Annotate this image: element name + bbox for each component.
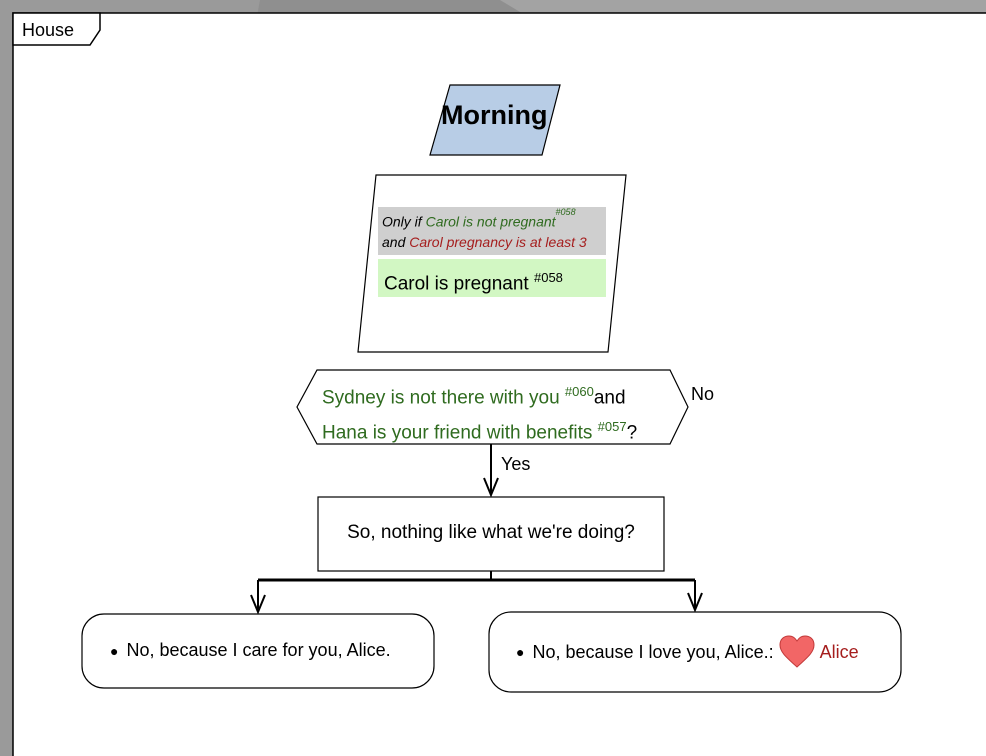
condition-block: Only if Carol is not pregnant#058 and Ca…: [378, 207, 606, 255]
condition-line-2: and Carol pregnancy is at least 3: [382, 232, 602, 252]
decision-line-2: Hana is your friend with benefits #057?: [322, 413, 637, 447]
condition-prefix: Only if: [382, 213, 422, 230]
yes-label: Yes: [501, 454, 531, 474]
condition-first: Carol is not pregnant: [425, 213, 556, 230]
decision-line-2-ref: #057: [597, 419, 627, 434]
morning-label: Morning: [441, 100, 548, 130]
heart-icon: [779, 635, 815, 668]
choice-box-2-shape: [488, 611, 902, 693]
decision-shape: [296, 369, 689, 445]
condition-line-1: Only if Carol is not pregnant#058: [382, 207, 602, 232]
choice-1-text: No, because I care for you, Alice.: [126, 640, 391, 660]
decision-line-1: Sydney is not there with you #060and: [322, 378, 626, 412]
decision-line-1-suffix: and: [593, 387, 626, 409]
frame-tab: [12, 12, 101, 46]
decision-line-1-ref: #060: [564, 384, 594, 399]
right-arrow-head: [687, 592, 703, 613]
dialogue-text: So, nothing like what we're doing?: [347, 522, 635, 543]
left-arrow-head: [250, 594, 266, 615]
dialogue-node-shape: [317, 496, 665, 572]
decision-line-1-text: Sydney is not there with you: [322, 387, 560, 409]
effect-ref: #058: [533, 270, 563, 285]
condition-first-ref: #058: [555, 207, 576, 217]
choice-box-1-shape: [81, 613, 435, 689]
bullet-icon: ●: [516, 644, 525, 660]
choice-2[interactable]: ● No, because I love you, Alice.: Alice: [516, 634, 859, 670]
decision-line-2-text: Hana is your friend with benefits: [322, 422, 593, 444]
effect-block: Carol is pregnant #058: [378, 259, 606, 297]
morning-node-shape: [429, 84, 561, 156]
yes-arrow-head: [483, 477, 499, 498]
choice-2-text: No, because I love you, Alice.:: [532, 641, 774, 662]
choice-2-person: Alice: [819, 641, 859, 662]
bullet-icon: ●: [110, 642, 119, 659]
condition-second: Carol pregnancy is at least 3: [409, 233, 587, 250]
no-label: No: [691, 384, 715, 404]
decision-line-2-suffix: ?: [626, 422, 638, 444]
frame-title: House: [22, 20, 75, 40]
choice-1[interactable]: ● No, because I care for you, Alice.: [110, 640, 391, 661]
effect-text: Carol is pregnant: [384, 273, 529, 295]
condition-joiner: and: [382, 233, 406, 250]
